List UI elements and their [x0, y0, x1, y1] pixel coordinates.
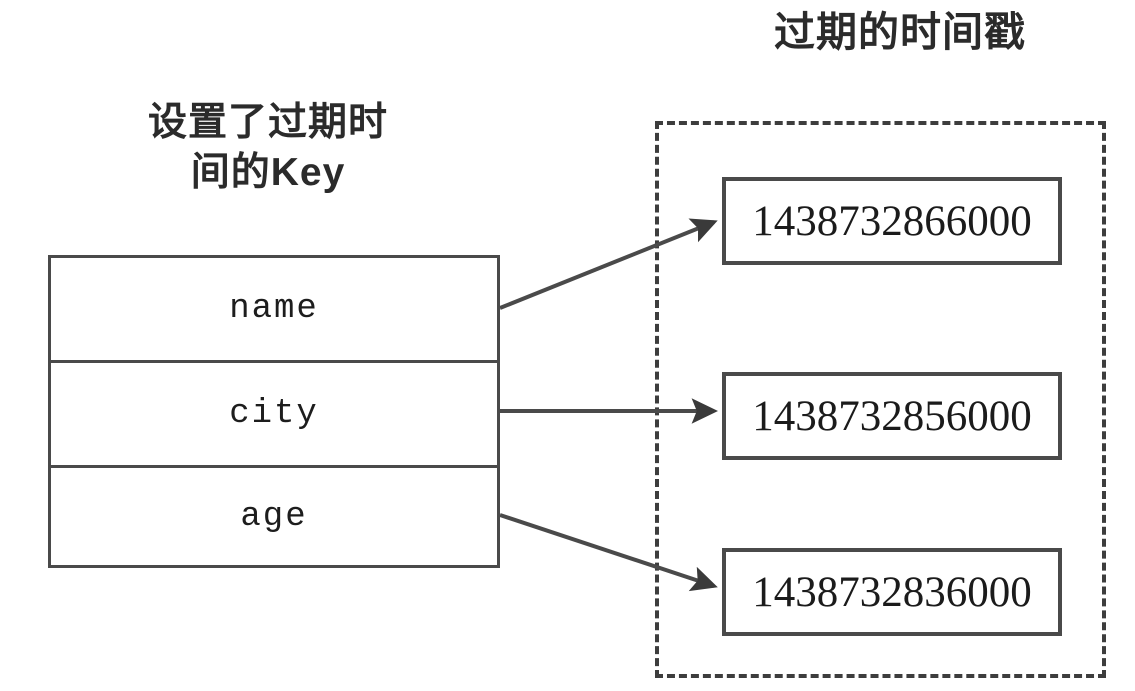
- key-row-name: name: [51, 258, 497, 363]
- key-row-label: age: [240, 497, 308, 536]
- timestamp-box: 1438732836000: [722, 548, 1062, 636]
- key-row-city: city: [51, 363, 497, 468]
- expire-column-title: 过期的时间戳: [774, 9, 1026, 55]
- key-row-label: name: [229, 290, 319, 328]
- timestamp-value: 1438732836000: [752, 568, 1032, 616]
- key-table: name city age: [48, 255, 500, 568]
- timestamp-box: 1438732866000: [722, 177, 1062, 265]
- key-column-title: 设置了过期时 间的Key: [147, 101, 388, 194]
- timestamp-value: 1438732866000: [752, 197, 1032, 245]
- expire-timestamps-region: [655, 121, 1106, 678]
- timestamp-box: 1438732856000: [722, 372, 1062, 460]
- key-row-label: city: [229, 395, 319, 433]
- timestamp-value: 1438732856000: [752, 392, 1032, 440]
- key-row-age: age: [51, 468, 497, 565]
